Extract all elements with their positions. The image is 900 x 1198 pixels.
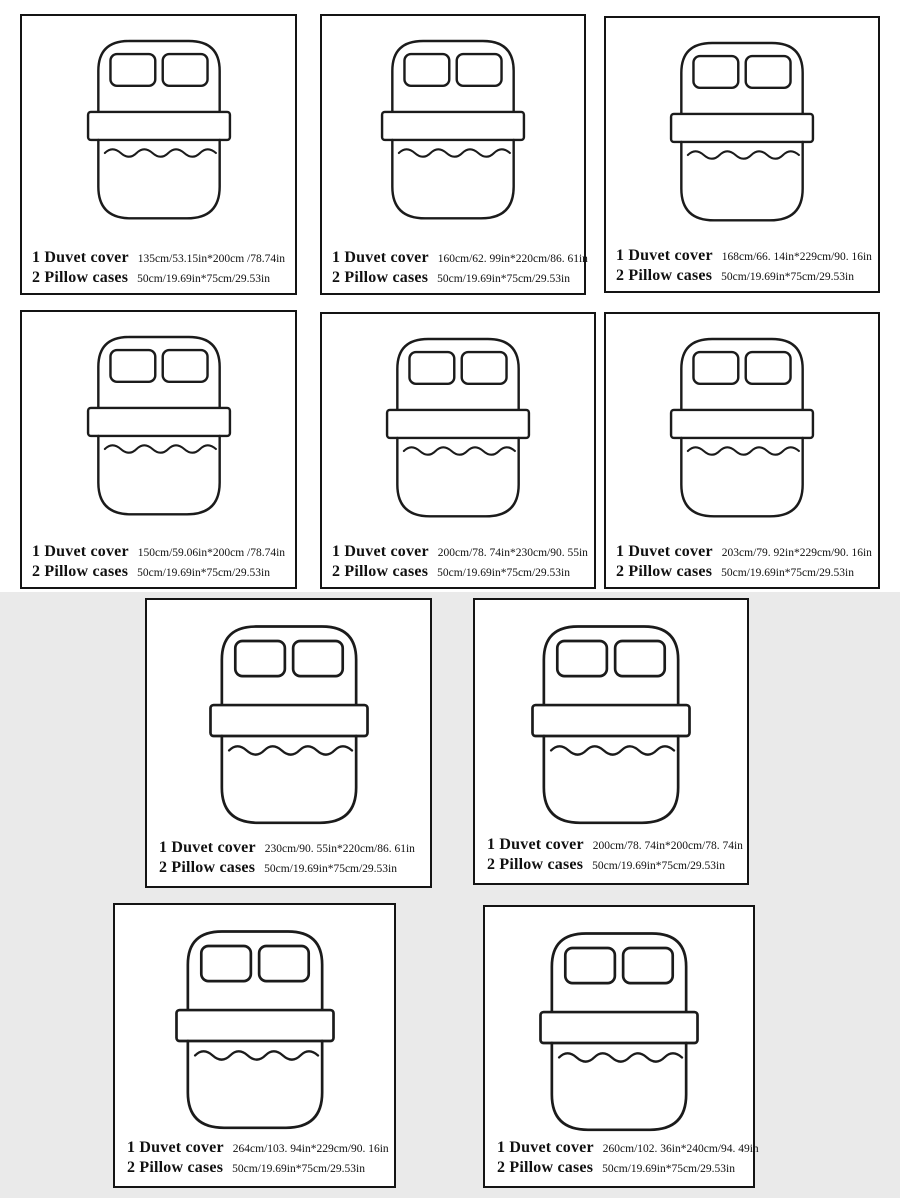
duvet-label: 1 Duvet cover: [487, 836, 584, 853]
pillow-label: 2 Pillow cases: [332, 269, 429, 286]
size-specs: 1 Duvet cover 264cm/103. 94in*229cm/90. 1…: [127, 1137, 390, 1177]
duvet-label: 1 Duvet cover: [616, 543, 713, 560]
duvet-label: 1 Duvet cover: [159, 839, 256, 856]
pillow-label: 2 Pillow cases: [32, 563, 129, 580]
duvet-label: 1 Duvet cover: [32, 543, 129, 560]
size-panel-5: 1 Duvet cover 200cm/78. 74in*230cm/90. 55…: [320, 312, 596, 589]
bed-icon: [531, 625, 691, 825]
duvet-size: 264cm/103. 94in*229cm/90. 16in: [232, 1143, 389, 1155]
pillow-label: 2 Pillow cases: [616, 563, 713, 580]
size-panel-4: 1 Duvet cover 150cm/59.06in*200cm /78.74i…: [20, 310, 297, 589]
pillow-label: 2 Pillow cases: [332, 563, 429, 580]
pillow-size: 50cm/19.69in*75cm/29.53in: [721, 271, 855, 283]
size-panel-1: 1 Duvet cover 135cm/53.15in*200cm /78.74i…: [20, 14, 297, 295]
size-specs: 1 Duvet cover 230cm/90. 55in*220cm/86. 61…: [159, 837, 426, 877]
pillow-label: 2 Pillow cases: [32, 269, 129, 286]
size-specs: 1 Duvet cover 203cm/79. 92in*229cm/90. 16…: [616, 541, 874, 581]
size-specs: 1 Duvet cover 150cm/59.06in*200cm /78.74i…: [32, 541, 291, 581]
size-panel-3: 1 Duvet cover 168cm/66. 14in*229cm/90. 16…: [604, 16, 880, 293]
bed-icon: [86, 335, 231, 516]
pillow-size: 50cm/19.69in*75cm/29.53in: [232, 1163, 366, 1175]
bed-icon: [208, 625, 369, 825]
duvet-label: 1 Duvet cover: [127, 1139, 224, 1156]
duvet-label: 1 Duvet cover: [32, 249, 129, 266]
duvet-size: 230cm/90. 55in*220cm/86. 61in: [264, 843, 415, 855]
duvet-label: 1 Duvet cover: [332, 543, 429, 560]
pillow-size: 50cm/19.69in*75cm/29.53in: [137, 273, 271, 285]
size-panel-10: 1 Duvet cover 260cm/102. 36in*240cm/94. 4…: [483, 905, 759, 1188]
bed-icon: [539, 932, 699, 1132]
size-panel-9: 1 Duvet cover 264cm/103. 94in*229cm/90. 1…: [113, 903, 396, 1188]
pillow-size: 50cm/19.69in*75cm/29.53in: [602, 1163, 736, 1175]
size-specs: 1 Duvet cover 135cm/53.15in*200cm /78.74i…: [32, 247, 291, 287]
size-specs: 1 Duvet cover 168cm/66. 14in*229cm/90. 16…: [616, 245, 874, 285]
size-panel-2: 1 Duvet cover 160cm/62. 99in*220cm/86. 61…: [320, 14, 588, 295]
bed-icon: [380, 39, 526, 220]
duvet-size: 203cm/79. 92in*229cm/90. 16in: [721, 547, 872, 559]
bed-icon: [669, 41, 815, 222]
pillow-label: 2 Pillow cases: [127, 1159, 224, 1176]
size-panel-7: 1 Duvet cover 230cm/90. 55in*220cm/86. 61…: [145, 598, 432, 888]
size-specs: 1 Duvet cover 200cm/78. 74in*200cm/78. 74…: [487, 834, 743, 874]
bed-icon: [86, 39, 231, 220]
bed-icon: [174, 930, 335, 1130]
duvet-label: 1 Duvet cover: [332, 249, 429, 266]
bed-icon: [385, 337, 531, 518]
bed-icon: [669, 337, 815, 518]
size-panel-6: 1 Duvet cover 203cm/79. 92in*229cm/90. 16…: [604, 312, 880, 589]
pillow-label: 2 Pillow cases: [159, 859, 256, 876]
pillow-size: 50cm/19.69in*75cm/29.53in: [592, 860, 726, 872]
duvet-size: 168cm/66. 14in*229cm/90. 16in: [721, 251, 872, 263]
size-specs: 1 Duvet cover 260cm/102. 36in*240cm/94. 4…: [497, 1137, 759, 1177]
size-specs: 1 Duvet cover 160cm/62. 99in*220cm/86. 61…: [332, 247, 588, 287]
duvet-size: 200cm/78. 74in*230cm/90. 55in: [437, 547, 588, 559]
duvet-size: 200cm/78. 74in*200cm/78. 74in: [592, 840, 743, 852]
pillow-size: 50cm/19.69in*75cm/29.53in: [721, 567, 855, 579]
pillow-label: 2 Pillow cases: [497, 1159, 594, 1176]
duvet-label: 1 Duvet cover: [497, 1139, 594, 1156]
duvet-size: 160cm/62. 99in*220cm/86. 61in: [437, 253, 588, 265]
pillow-size: 50cm/19.69in*75cm/29.53in: [437, 273, 571, 285]
duvet-size: 150cm/59.06in*200cm /78.74in: [137, 547, 286, 559]
pillow-label: 2 Pillow cases: [487, 856, 584, 873]
pillow-size: 50cm/19.69in*75cm/29.53in: [264, 863, 398, 875]
size-panel-8: 1 Duvet cover 200cm/78. 74in*200cm/78. 74…: [473, 598, 749, 885]
duvet-size: 135cm/53.15in*200cm /78.74in: [137, 253, 286, 265]
duvet-label: 1 Duvet cover: [616, 247, 713, 264]
duvet-size: 260cm/102. 36in*240cm/94. 49in: [602, 1143, 759, 1155]
pillow-label: 2 Pillow cases: [616, 267, 713, 284]
pillow-size: 50cm/19.69in*75cm/29.53in: [437, 567, 571, 579]
size-specs: 1 Duvet cover 200cm/78. 74in*230cm/90. 55…: [332, 541, 590, 581]
pillow-size: 50cm/19.69in*75cm/29.53in: [137, 567, 271, 579]
